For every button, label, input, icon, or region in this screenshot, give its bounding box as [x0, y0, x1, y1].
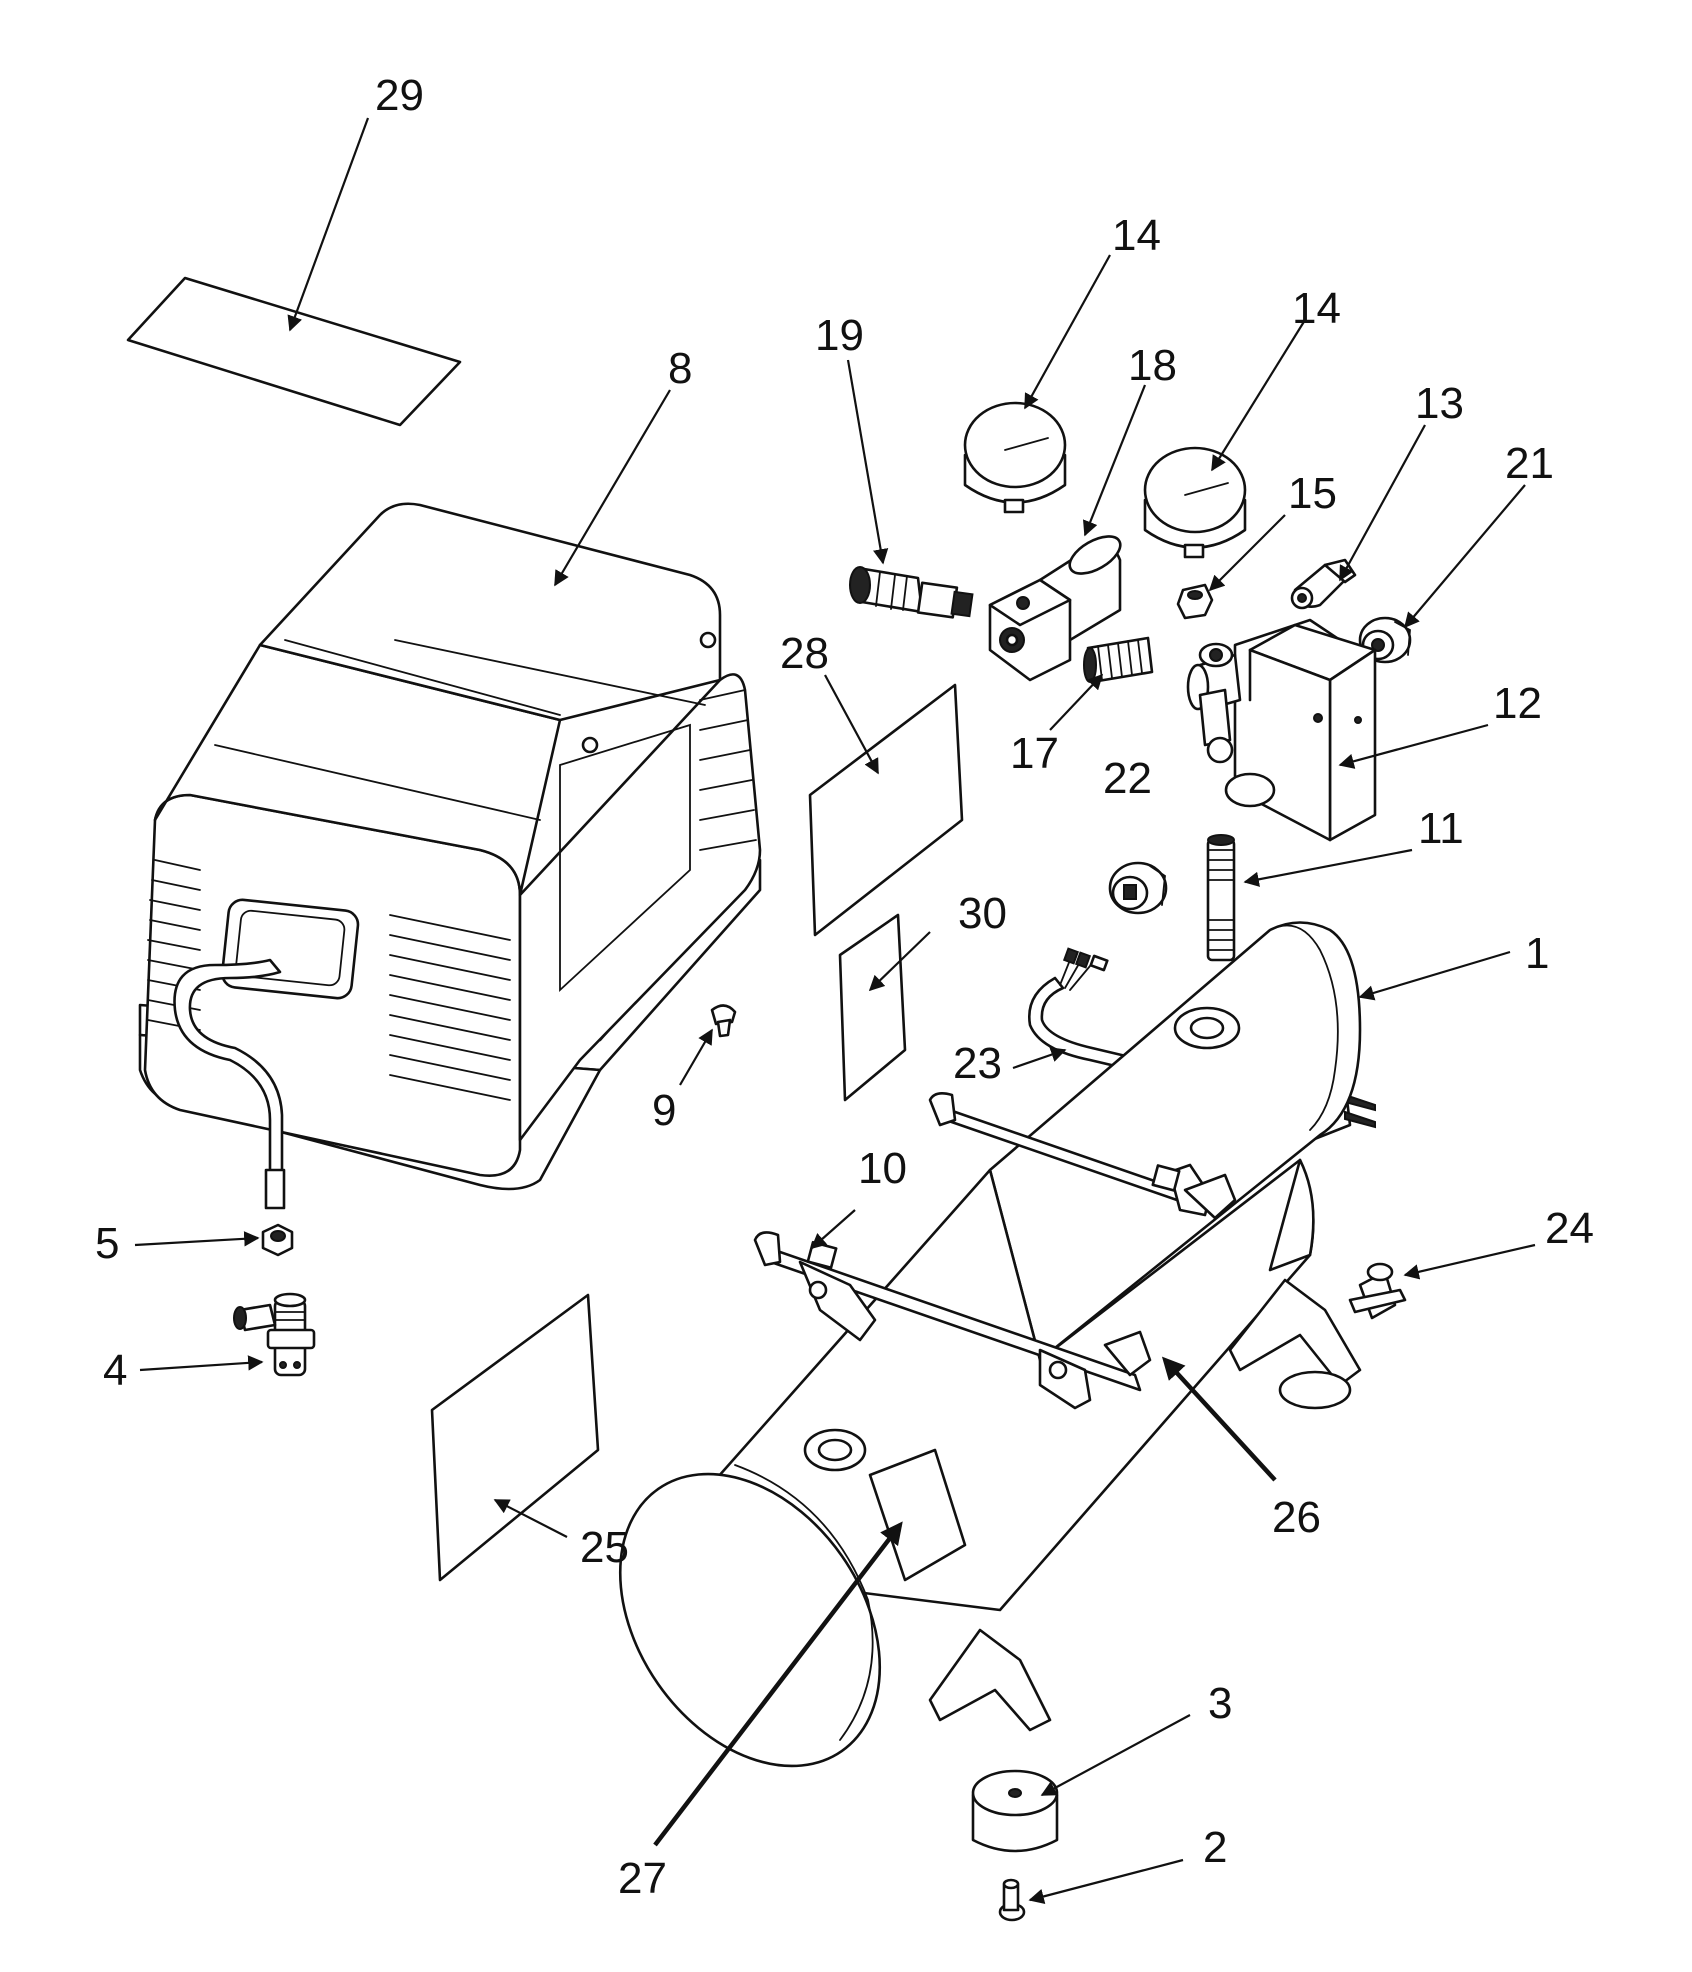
nipple-17: [1083, 636, 1154, 684]
screw-9: [710, 1004, 737, 1038]
callout-11: 11: [1418, 804, 1464, 853]
tank-1: [618, 921, 1362, 1768]
callout-29: 29: [375, 71, 424, 120]
callout-28: 28: [780, 629, 829, 678]
callout-12: 12: [1493, 679, 1542, 728]
drain-valve-24: [1348, 1262, 1407, 1320]
bracket-26: [928, 1092, 1237, 1220]
callout-27: 27: [618, 1854, 667, 1903]
gauge-14-right: [1143, 446, 1247, 559]
callout-14: 14: [1112, 211, 1161, 260]
callout-labels: 29 8 14 14 19 18 13 21 15 28 12 17 22 11…: [95, 71, 1594, 1903]
nipple-11: [1206, 834, 1236, 962]
decal-30: [838, 913, 907, 1102]
leader-lines: [134, 117, 1536, 1904]
callout-14: 14: [1292, 284, 1341, 333]
regulator-18: [988, 535, 1122, 682]
callout-25: 25: [580, 1523, 629, 1572]
strain-relief-22: [1108, 861, 1168, 915]
callout-24: 24: [1545, 1204, 1594, 1253]
callout-18: 18: [1128, 341, 1177, 390]
callout-4: 4: [103, 1346, 127, 1395]
callout-22: 22: [1103, 754, 1152, 803]
callout-30: 30: [958, 889, 1007, 938]
shroud-8: [138, 502, 762, 1210]
callout-1: 1: [1525, 929, 1549, 978]
callout-10: 10: [858, 1144, 907, 1193]
callout-2: 2: [1203, 1823, 1227, 1872]
nut-5: [261, 1223, 294, 1257]
callout-8: 8: [668, 344, 692, 393]
bracket-10: [753, 1231, 1152, 1410]
callout-19: 19: [815, 311, 864, 360]
fitting-15: [1176, 583, 1214, 620]
decal-28: [808, 683, 964, 937]
decal-29: [126, 276, 462, 427]
rubber-foot-3: [971, 1769, 1059, 1853]
callout-13: 13: [1415, 379, 1464, 428]
gauge-14-left: [963, 401, 1067, 514]
callout-26: 26: [1272, 1493, 1321, 1542]
decal-25: [430, 1293, 600, 1582]
check-valve-4: [233, 1292, 316, 1377]
callout-21: 21: [1505, 439, 1554, 488]
coupler-19: [849, 566, 974, 619]
pressure-switch-12: [1186, 618, 1377, 842]
elbow-13: [1290, 558, 1357, 610]
callout-15: 15: [1288, 469, 1337, 518]
callout-5: 5: [95, 1219, 119, 1268]
callout-9: 9: [652, 1086, 676, 1135]
callout-17: 17: [1010, 729, 1059, 778]
bolt-2: [998, 1878, 1026, 1922]
callout-3: 3: [1208, 1679, 1232, 1728]
callout-23: 23: [953, 1039, 1002, 1088]
